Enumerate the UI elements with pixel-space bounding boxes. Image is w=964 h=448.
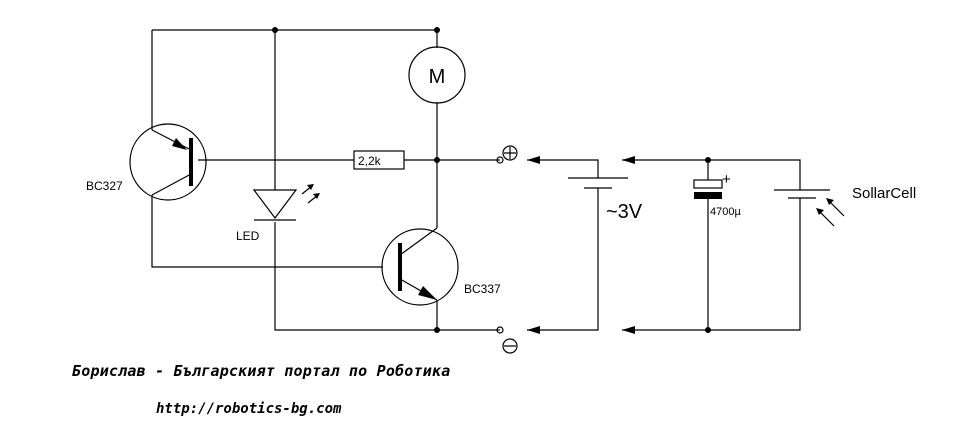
capacitor-plus: + [722,171,731,188]
motor-label: M [429,66,446,88]
resistor-symbol: 2,2k [353,150,405,170]
led-label: LED [236,229,260,243]
led-symbol: LED [236,184,320,243]
wiring [151,29,801,331]
minus-terminal [496,326,540,354]
solar-label: SollarCell [852,185,916,202]
capacitor-symbol: + 4700µ [693,171,741,218]
battery-label: ~3V [606,201,643,223]
junction-dots [272,27,711,333]
connector-arrows [622,156,635,334]
battery-symbol: ~3V [568,177,643,223]
transistor-bc327: BC327 [86,123,207,201]
solar-cell-symbol: SollarCell [774,185,916,227]
bc327-label: BC327 [86,179,123,193]
bc337-label: BC337 [464,282,501,296]
transistor-bc337: BC337 [381,227,501,306]
caption-title: Борислав - Българският портал по Роботик… [72,362,451,380]
motor-symbol: M [408,46,466,104]
resistor-label: 2,2k [358,154,382,168]
plus-terminal [496,145,540,164]
capacitor-label: 4700µ [710,206,741,218]
caption-url[interactable]: http://robotics-bg.com [156,401,342,417]
